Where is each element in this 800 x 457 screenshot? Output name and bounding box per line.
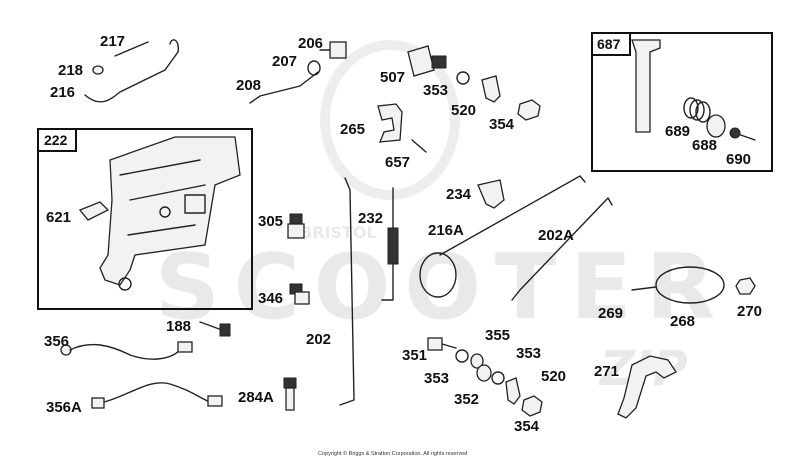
part-217-pin: [114, 41, 149, 57]
watermark-subtext: BRISTOL: [300, 223, 377, 242]
label-208: 208: [236, 77, 261, 94]
label-689: 689: [665, 123, 690, 140]
label-269: 269: [598, 305, 623, 322]
part-657-screw: [411, 139, 427, 153]
part-353-lockwasher-b: [455, 349, 469, 363]
label-507: 507: [380, 69, 405, 86]
label-346: 346: [258, 290, 283, 307]
part-352-washer: [476, 364, 492, 382]
part-208-rod: [249, 71, 319, 104]
box-222: 222 621: [37, 128, 253, 310]
part-232-spring: [381, 187, 399, 301]
part-216A-rod: [419, 175, 586, 298]
label-234: 234: [446, 186, 472, 203]
part-346-screw: [289, 283, 310, 305]
part-520-terminal-b: [505, 377, 521, 405]
label-218: 218: [58, 62, 83, 79]
label-188: 188: [166, 318, 191, 335]
label-232: 232: [358, 210, 383, 227]
label-356: 356: [44, 333, 69, 350]
label-271: 271: [594, 363, 619, 380]
label-202: 202: [306, 331, 331, 348]
part-356-harness: [60, 341, 193, 360]
part-520-terminal-top: [481, 75, 501, 103]
part-202-rod: [339, 177, 355, 406]
label-690: 690: [726, 151, 751, 168]
part-687-bracket: [631, 39, 661, 133]
label-621: 621: [46, 209, 71, 226]
label-202A: 202A: [538, 227, 574, 244]
part-202A-rod: [511, 197, 613, 301]
box-687: 687 689 688 690: [591, 32, 773, 172]
label-216A: 216A: [428, 222, 464, 239]
label-351: 351: [402, 347, 427, 364]
part-234-bracket: [477, 179, 505, 209]
label-354b: 354: [514, 418, 540, 435]
label-353b: 353: [424, 370, 449, 387]
label-284A: 284A: [238, 389, 274, 406]
label-353a: 353: [423, 82, 448, 99]
label-268: 268: [670, 313, 695, 330]
part-356A-harness: [91, 382, 223, 409]
part-305-screw: [287, 213, 305, 239]
part-207-clip: [307, 60, 321, 76]
part-188-bolt: [199, 321, 231, 337]
copyright-notice: Copyright © Briggs & Stratton Corporatio…: [318, 450, 467, 457]
label-206: 206: [298, 35, 323, 52]
watermark-circle: [320, 40, 460, 200]
label-305: 305: [258, 213, 283, 230]
label-355: 355: [485, 327, 510, 344]
part-689-spring: [683, 97, 711, 123]
part-688-bushing: [706, 114, 726, 138]
part-353-lockwasher-top: [456, 71, 470, 85]
watermark: BRISTOL SCOOTER ZIP: [155, 40, 715, 397]
label-270: 270: [737, 303, 762, 320]
part-268-cable: [631, 266, 725, 304]
label-352: 352: [454, 391, 479, 408]
box-687-label: 687: [597, 36, 621, 52]
part-216-link: [84, 39, 180, 103]
part-354-nut-top: [517, 99, 541, 121]
part-353-lockwasher-c: [491, 371, 505, 385]
part-507-switch: [407, 45, 447, 77]
label-354a: 354: [489, 116, 515, 133]
label-265: 265: [340, 121, 365, 138]
box-222-label: 222: [44, 132, 68, 148]
label-657: 657: [385, 154, 410, 171]
part-355-washer: [470, 353, 484, 369]
watermark-text: SCOOTER: [155, 235, 715, 340]
part-351-screw: [427, 337, 457, 351]
part-265-clamp: [377, 103, 403, 143]
label-688: 688: [692, 137, 717, 154]
label-520b: 520: [541, 368, 566, 385]
label-216: 216: [50, 84, 75, 101]
label-520a: 520: [451, 102, 476, 119]
label-356A: 356A: [46, 399, 82, 416]
label-217: 217: [100, 33, 125, 50]
part-218-washer: [92, 65, 104, 75]
part-206-nut: [319, 41, 347, 59]
part-621-switch: [78, 201, 110, 221]
part-354-nut-b: [521, 395, 543, 417]
part-271-lever: [617, 355, 677, 419]
part-284A-screw: [283, 377, 297, 411]
label-353c: 353: [516, 345, 541, 362]
part-270-nut: [735, 277, 756, 295]
label-207: 207: [272, 53, 297, 70]
